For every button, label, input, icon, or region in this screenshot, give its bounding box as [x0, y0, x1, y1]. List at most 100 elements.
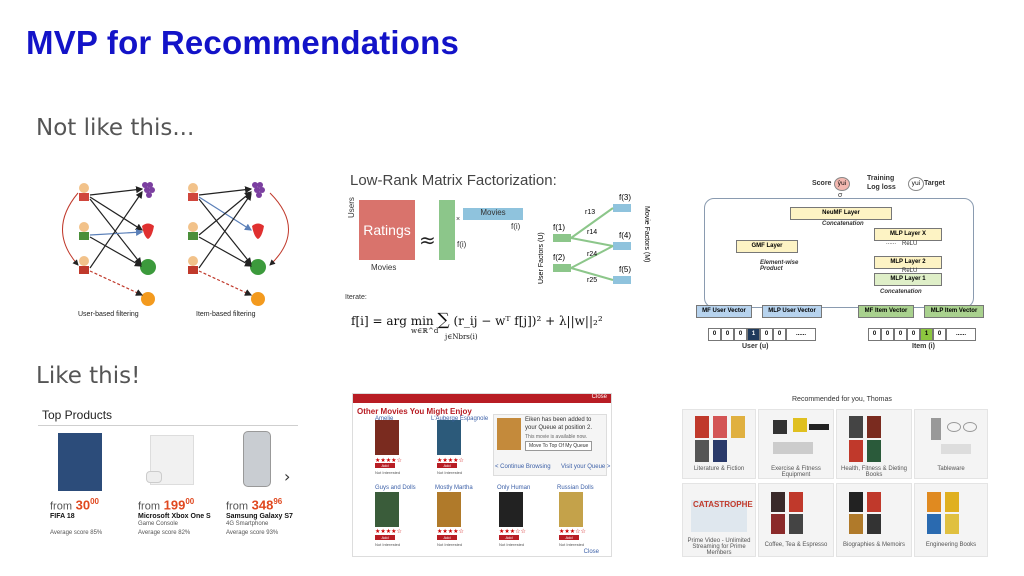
fi-label-top: f(i)	[511, 222, 521, 231]
star-rating[interactable]: ★★★★☆	[437, 528, 464, 535]
watermelon-icon	[140, 259, 156, 275]
price-cents: 96	[273, 497, 283, 506]
rec-tile-label: Health, Fitness & Dieting Books	[840, 466, 908, 478]
movie-poster[interactable]	[437, 492, 461, 527]
gmf-layer: GMF Layer	[736, 240, 798, 253]
rec-tile-label: Tableware	[937, 466, 965, 472]
rec-tile-label: Exercise & Fitness Equipment	[771, 466, 821, 478]
star-rating[interactable]: ★★★☆☆	[559, 528, 586, 535]
add-button[interactable]: Add	[437, 535, 457, 540]
user-onehot-cell: 0	[721, 328, 734, 341]
add-button[interactable]: Add	[559, 535, 579, 540]
movie-factor-4	[613, 242, 631, 250]
movie-title[interactable]: Only Human	[497, 485, 531, 491]
netflix-popup: Close Other Movies You Might Enjoy Eiken…	[352, 393, 612, 557]
add-button[interactable]: Add	[375, 463, 395, 468]
next-arrow-icon[interactable]: ›	[284, 467, 291, 486]
strawberry-icon	[142, 223, 154, 239]
rec-tile[interactable]: Exercise & Fitness Equipment	[758, 409, 834, 479]
movie-poster[interactable]	[559, 492, 583, 527]
item-onehot-cell: 0	[907, 328, 920, 341]
users-factor-column	[439, 200, 455, 260]
product-score: Average score 82%	[138, 530, 191, 536]
product-price: from 3000	[50, 497, 99, 512]
ncf-frame	[704, 198, 974, 308]
movie-title[interactable]: Amelie	[375, 416, 394, 422]
rec-tile[interactable]: Coffee, Tea & Espresso	[758, 483, 834, 557]
r13-label: r13	[585, 209, 595, 216]
rec-tile[interactable]: Engineering Books	[914, 483, 988, 557]
rec-tile-label: Coffee, Tea & Espresso	[764, 542, 828, 548]
f5-label: f(5)	[619, 265, 631, 274]
neumf-layer: NeuMF Layer	[790, 207, 892, 220]
price-prefix: from	[50, 500, 72, 513]
logloss-label: Log loss	[867, 184, 896, 191]
formula-lhs: f[i] = arg min	[351, 314, 434, 328]
product-image-galaxy[interactable]	[243, 431, 271, 487]
ratings-matrix: Ratings	[359, 200, 415, 260]
user-label: User (u)	[742, 343, 769, 350]
orange-icon	[141, 292, 155, 306]
movie-poster[interactable]	[499, 492, 523, 527]
lrmf-panel: Low-Rank Matrix Factorization: Users Rat…	[345, 170, 665, 350]
grape-icon	[142, 182, 155, 198]
users-axis-label: Users	[347, 197, 356, 218]
r25-label: r25	[587, 277, 597, 284]
product-sub: 4G Smartphone	[226, 521, 269, 527]
movie-title[interactable]: L'Auberge Espagnole	[431, 416, 489, 422]
cf-user-label: User-based filtering	[78, 311, 139, 318]
approx-symbol: ≈	[419, 228, 436, 252]
item-onehot-cell: 0	[894, 328, 907, 341]
add-button[interactable]: Add	[375, 535, 395, 540]
product-image-fifa[interactable]	[58, 433, 102, 491]
mlp-dots: ......	[886, 240, 897, 246]
not-interested-link[interactable]: Not Interested	[559, 542, 585, 547]
not-interested-link[interactable]: Not Interested	[437, 470, 463, 475]
movies-axis-label: Movies	[371, 263, 397, 272]
star-rating[interactable]: ★★★★☆	[437, 457, 464, 464]
not-interested-link[interactable]: Not Interested	[375, 542, 401, 547]
product-name[interactable]: Microsoft Xbox One S	[138, 513, 211, 520]
movie-title[interactable]: Guys and Dolls	[375, 485, 416, 491]
rec-tile[interactable]: Biographies & Memoirs	[836, 483, 912, 557]
product-name[interactable]: FIFA 18	[50, 513, 75, 520]
movie-poster[interactable]	[375, 492, 399, 527]
score-label: Score	[812, 180, 832, 187]
relu-label-1: ReLU	[902, 241, 918, 247]
movie-poster[interactable]	[437, 420, 461, 455]
add-button[interactable]: Add	[437, 463, 457, 468]
rec-tile[interactable]: Tableware	[914, 409, 988, 479]
product-name[interactable]: Samsung Galaxy S7	[226, 513, 293, 520]
rec-tile[interactable]: CATASTROPHE Prime Video - Unlimited Stre…	[682, 483, 756, 557]
item-onehot-cell: ......	[946, 328, 976, 341]
star-rating[interactable]: ★★★★☆	[375, 528, 402, 535]
move-to-top-button[interactable]: Move To Top Of My Queue	[525, 441, 593, 451]
added-message: Eiken has been added to your Queue at po…	[525, 417, 593, 431]
not-interested-link[interactable]: Not Interested	[499, 542, 525, 547]
add-button[interactable]: Add	[499, 535, 519, 540]
mlp-layer-x: MLP Layer X	[874, 228, 942, 241]
star-rating[interactable]: ★★★★☆	[375, 457, 402, 464]
user-icon	[79, 183, 89, 201]
movie-factor-5	[613, 276, 631, 284]
movie-poster[interactable]	[375, 420, 399, 455]
close-link[interactable]: Close	[591, 394, 607, 400]
heading-divider	[38, 425, 298, 426]
concat-label-top: Concatenation	[822, 221, 864, 227]
close-bottom-link[interactable]: Close	[583, 549, 599, 555]
product-sub: Game Console	[138, 521, 179, 527]
rec-tile[interactable]: Health, Fitness & Dieting Books	[836, 409, 912, 479]
movie-title[interactable]: Russian Dolls	[557, 485, 594, 491]
f3-label: f(3)	[619, 193, 631, 202]
not-interested-link[interactable]: Not Interested	[375, 470, 401, 475]
visit-queue-link[interactable]: Visit your Queue >	[561, 464, 611, 470]
grape-icon	[252, 182, 265, 198]
movie-title[interactable]: Mostly Martha	[435, 485, 473, 491]
formula-sum: ∑	[437, 310, 450, 330]
r24-label: r24	[587, 251, 597, 258]
rec-tile[interactable]: Literature & Fiction	[682, 409, 756, 479]
not-interested-link[interactable]: Not Interested	[437, 542, 463, 547]
f4-label: f(4)	[619, 231, 631, 240]
star-rating[interactable]: ★★★☆☆	[499, 528, 526, 535]
continue-browsing-link[interactable]: < Continue Browsing	[495, 464, 551, 470]
